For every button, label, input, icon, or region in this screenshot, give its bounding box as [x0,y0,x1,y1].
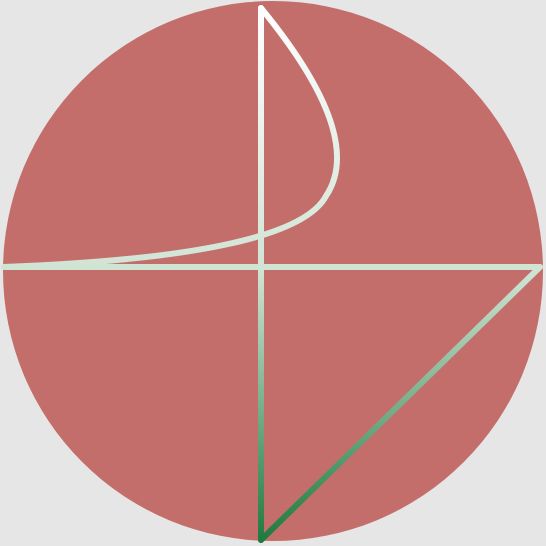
diagonal-stroke [258,264,543,543]
curved-stroke [1,5,341,270]
disc [3,1,543,541]
glyph-strokes [1,5,543,543]
